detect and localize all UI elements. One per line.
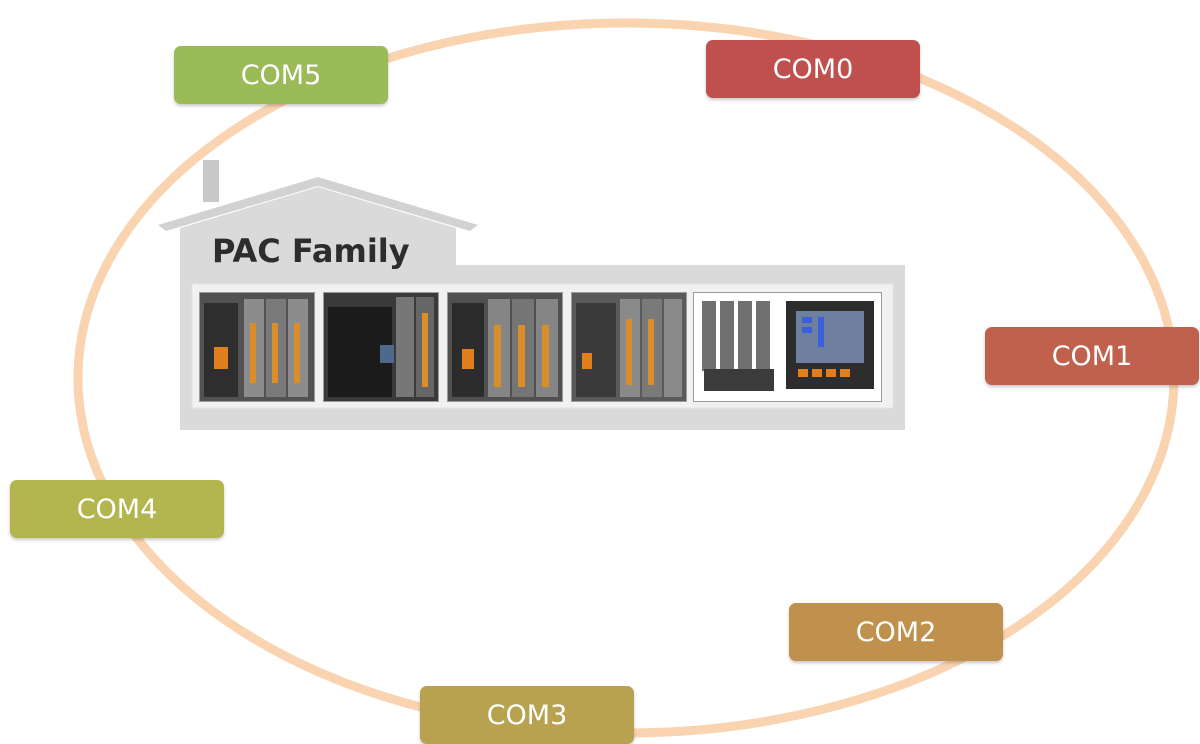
pac-touch-panel-icon xyxy=(694,293,881,401)
com1-label: COM1 xyxy=(1051,340,1133,372)
pac-controller-rack-icon xyxy=(448,293,562,401)
com5-box: COM5 xyxy=(174,46,388,104)
com0-label: COM0 xyxy=(772,53,854,85)
pac-controller-small-icon xyxy=(200,293,314,401)
pac-controller-io-icon xyxy=(572,293,686,401)
product-4 xyxy=(571,292,687,402)
com5-label: COM5 xyxy=(240,59,322,91)
com3-label: COM3 xyxy=(486,699,568,731)
product-5 xyxy=(693,292,882,402)
house-chimney xyxy=(203,160,219,202)
product-1 xyxy=(199,292,315,402)
com0-box: COM0 xyxy=(706,40,920,98)
com2-label: COM2 xyxy=(855,616,937,648)
product-3 xyxy=(447,292,563,402)
com1-box: COM1 xyxy=(985,327,1199,385)
com3-box: COM3 xyxy=(420,686,634,744)
pac-controller-black-icon xyxy=(324,293,438,401)
family-title: PAC Family xyxy=(212,232,410,270)
com4-box: COM4 xyxy=(10,480,224,538)
com2-box: COM2 xyxy=(789,603,1003,661)
product-2 xyxy=(323,292,439,402)
com4-label: COM4 xyxy=(76,493,158,525)
